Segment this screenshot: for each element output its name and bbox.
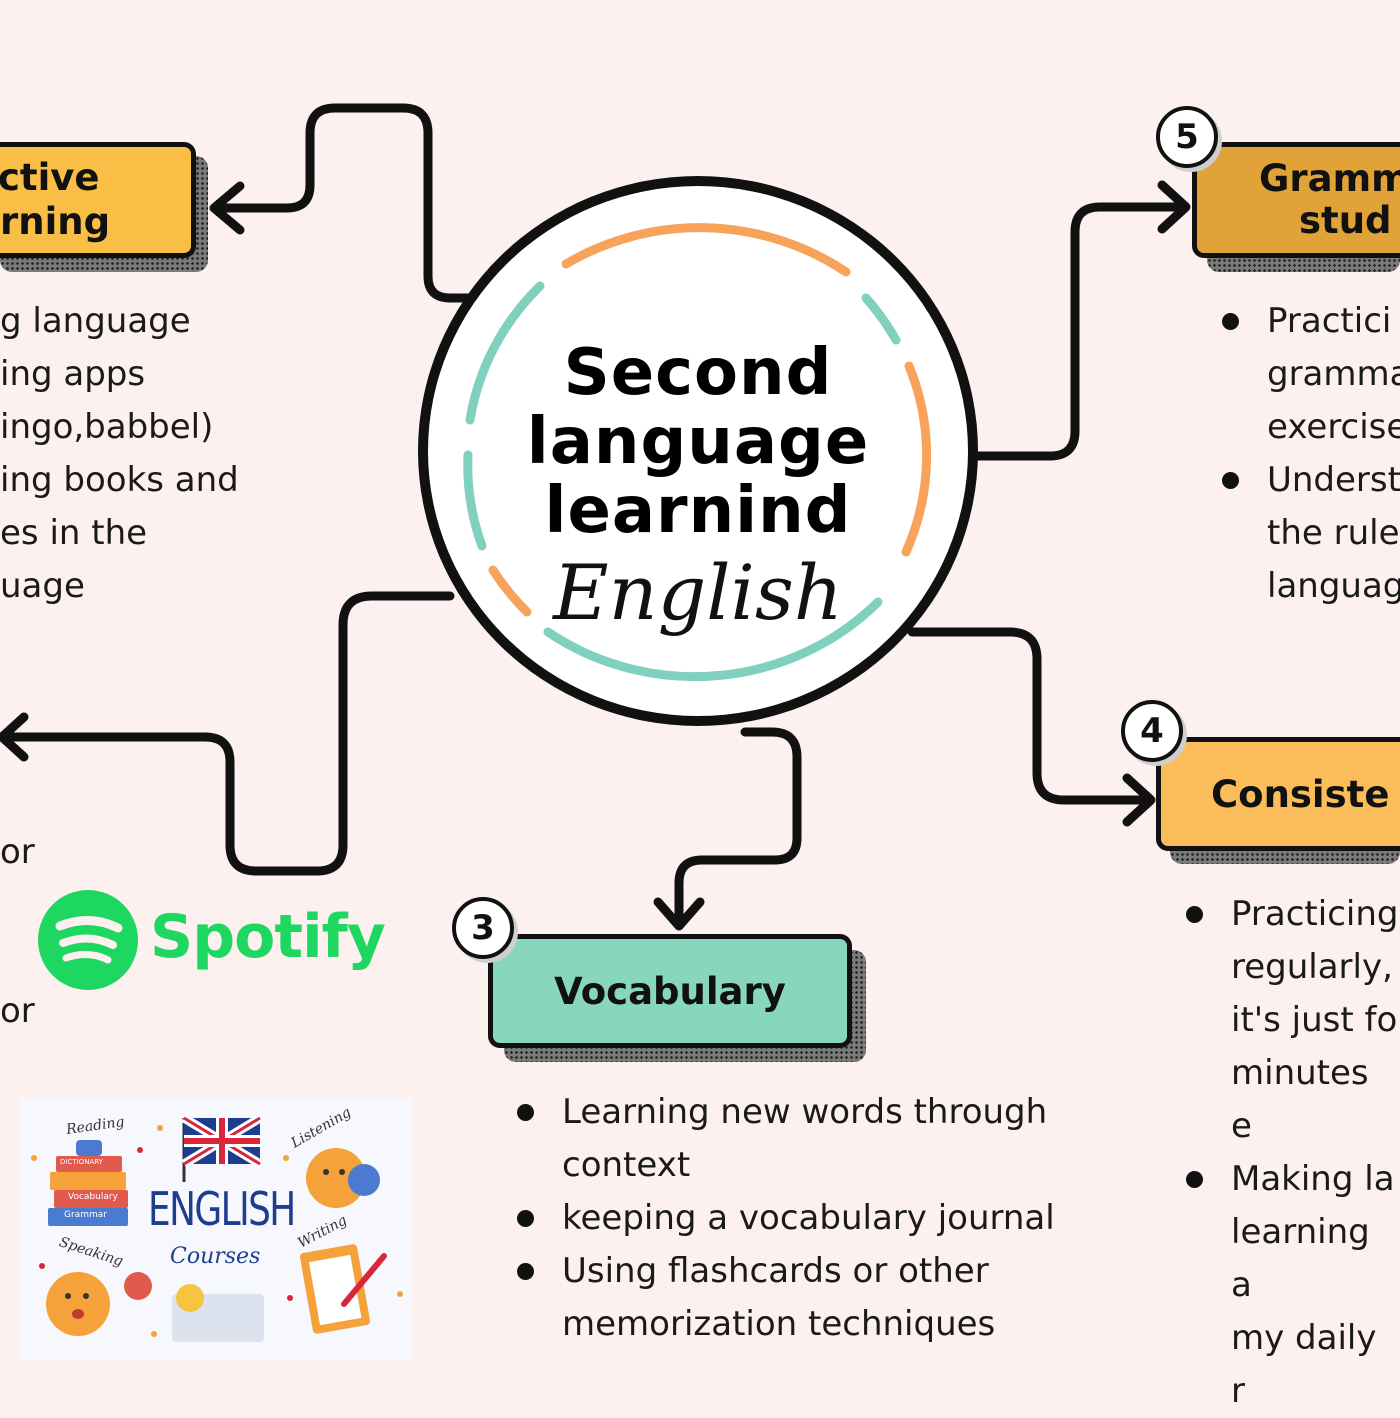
interactive-text-line: es in the xyxy=(0,513,148,553)
left-fragment: or xyxy=(0,832,35,872)
grammar-node: Gramm stud xyxy=(1192,142,1400,258)
grammar-step-badge: 5 xyxy=(1156,106,1218,168)
interactive-node-title-2: rning xyxy=(0,200,111,243)
center-title-line-1: Second xyxy=(563,336,833,410)
vocabulary-bullet: keeping a vocabulary journal xyxy=(517,1192,1055,1245)
vocabulary-node-title: Vocabulary xyxy=(554,969,786,1013)
illustration-book-2: Vocabulary xyxy=(68,1192,118,1202)
bullet-line: it's just fo xyxy=(1231,1000,1398,1040)
grammar-bullet: Practici gramma exercise xyxy=(1222,295,1400,454)
bullet-line: Practicing xyxy=(1231,894,1399,934)
illustration-book-3: Grammar xyxy=(64,1210,107,1220)
center-title-line-3: learnind xyxy=(544,474,852,548)
consistency-step-badge: 4 xyxy=(1121,700,1183,762)
grammar-bullet: Underst the rule languag xyxy=(1222,454,1400,613)
arrow-vocabulary xyxy=(653,897,705,931)
bullet-line: learning a xyxy=(1231,1212,1370,1305)
illustration-heading: ENGLISH xyxy=(148,1182,296,1236)
illustration-book-1: DICTIONARY xyxy=(60,1158,103,1166)
bullet-line: Practici xyxy=(1267,301,1392,341)
vocabulary-step-badge: 3 xyxy=(452,897,514,959)
bullet-line: keeping a vocabulary journal xyxy=(562,1198,1055,1238)
bullet-line: exercise xyxy=(1267,407,1400,447)
connector-grammar xyxy=(973,202,1190,461)
interactive-text-line: ing books and xyxy=(0,460,239,500)
vocabulary-bullet: Learning new words through context xyxy=(517,1086,1055,1192)
bullet-line: minutes e xyxy=(1231,1053,1369,1146)
interactive-node-title-1: ctive xyxy=(0,156,100,199)
bullet-line: languag xyxy=(1267,566,1400,606)
grammar-node-title-2: stud xyxy=(1299,199,1392,242)
consistency-bullet: Practicing regularly, it's just fo minut… xyxy=(1186,888,1400,1153)
arrow-consistency xyxy=(1122,773,1156,827)
vocabulary-node: Vocabulary xyxy=(488,934,852,1048)
vocabulary-bullets: Learning new words through context keepi… xyxy=(517,1086,1055,1351)
bullet-line: my daily r xyxy=(1231,1318,1377,1411)
english-courses-illustration: ENGLISH Courses Reading Listening Writin… xyxy=(20,1098,412,1360)
arrow-listening xyxy=(0,712,29,762)
arrow-grammar xyxy=(1157,180,1191,234)
left-fragment: or xyxy=(0,991,35,1031)
vocabulary-bullet: Using flashcards or other memorization t… xyxy=(517,1245,1055,1351)
consistency-node: Consiste xyxy=(1156,737,1400,851)
illustration-art xyxy=(31,1114,403,1342)
connector-interactive xyxy=(210,103,473,303)
consistency-bullets: Practicing regularly, it's just fo minut… xyxy=(1186,888,1400,1418)
bullet-line: context xyxy=(562,1145,691,1185)
bullet-line: Learning new words through xyxy=(562,1092,1048,1132)
consistency-node-title: Consiste xyxy=(1211,772,1390,816)
connector-vocabulary xyxy=(674,727,802,929)
spotify-logo: Spotify xyxy=(36,888,416,992)
connector-listening xyxy=(3,591,455,876)
spotify-label: Spotify xyxy=(150,902,386,972)
bullet-line: gramma xyxy=(1267,354,1400,394)
bullet-line: Underst xyxy=(1267,460,1400,500)
interactive-text-line: g language xyxy=(0,301,191,341)
interactive-text-line: uage xyxy=(0,566,85,606)
interactive-text-line: ingo,babbel) xyxy=(0,407,214,447)
connector-consistency xyxy=(907,627,1155,805)
consistency-bullet: Making la learning a my daily r xyxy=(1186,1153,1400,1418)
arrow-interactive xyxy=(209,181,245,235)
bullet-line: Making la xyxy=(1231,1159,1395,1199)
center-title-line-2: language xyxy=(526,405,870,479)
bullet-line: Using flashcards or other xyxy=(562,1251,989,1291)
illustration-sub: Courses xyxy=(170,1244,261,1269)
interactive-text: g language ing apps ingo,babbel) ing boo… xyxy=(0,295,239,613)
spotify-icon xyxy=(38,890,138,990)
interactive-text-line: ing apps xyxy=(0,354,146,394)
interactive-node: ctive rning xyxy=(0,142,196,258)
center-hub xyxy=(418,176,978,726)
center-subtitle: English xyxy=(553,548,843,637)
bullet-line: memorization techniques xyxy=(562,1304,996,1344)
bullet-line: regularly, xyxy=(1231,947,1393,987)
bullet-line: the rule xyxy=(1267,513,1400,553)
grammar-node-title-1: Gramm xyxy=(1259,157,1400,200)
